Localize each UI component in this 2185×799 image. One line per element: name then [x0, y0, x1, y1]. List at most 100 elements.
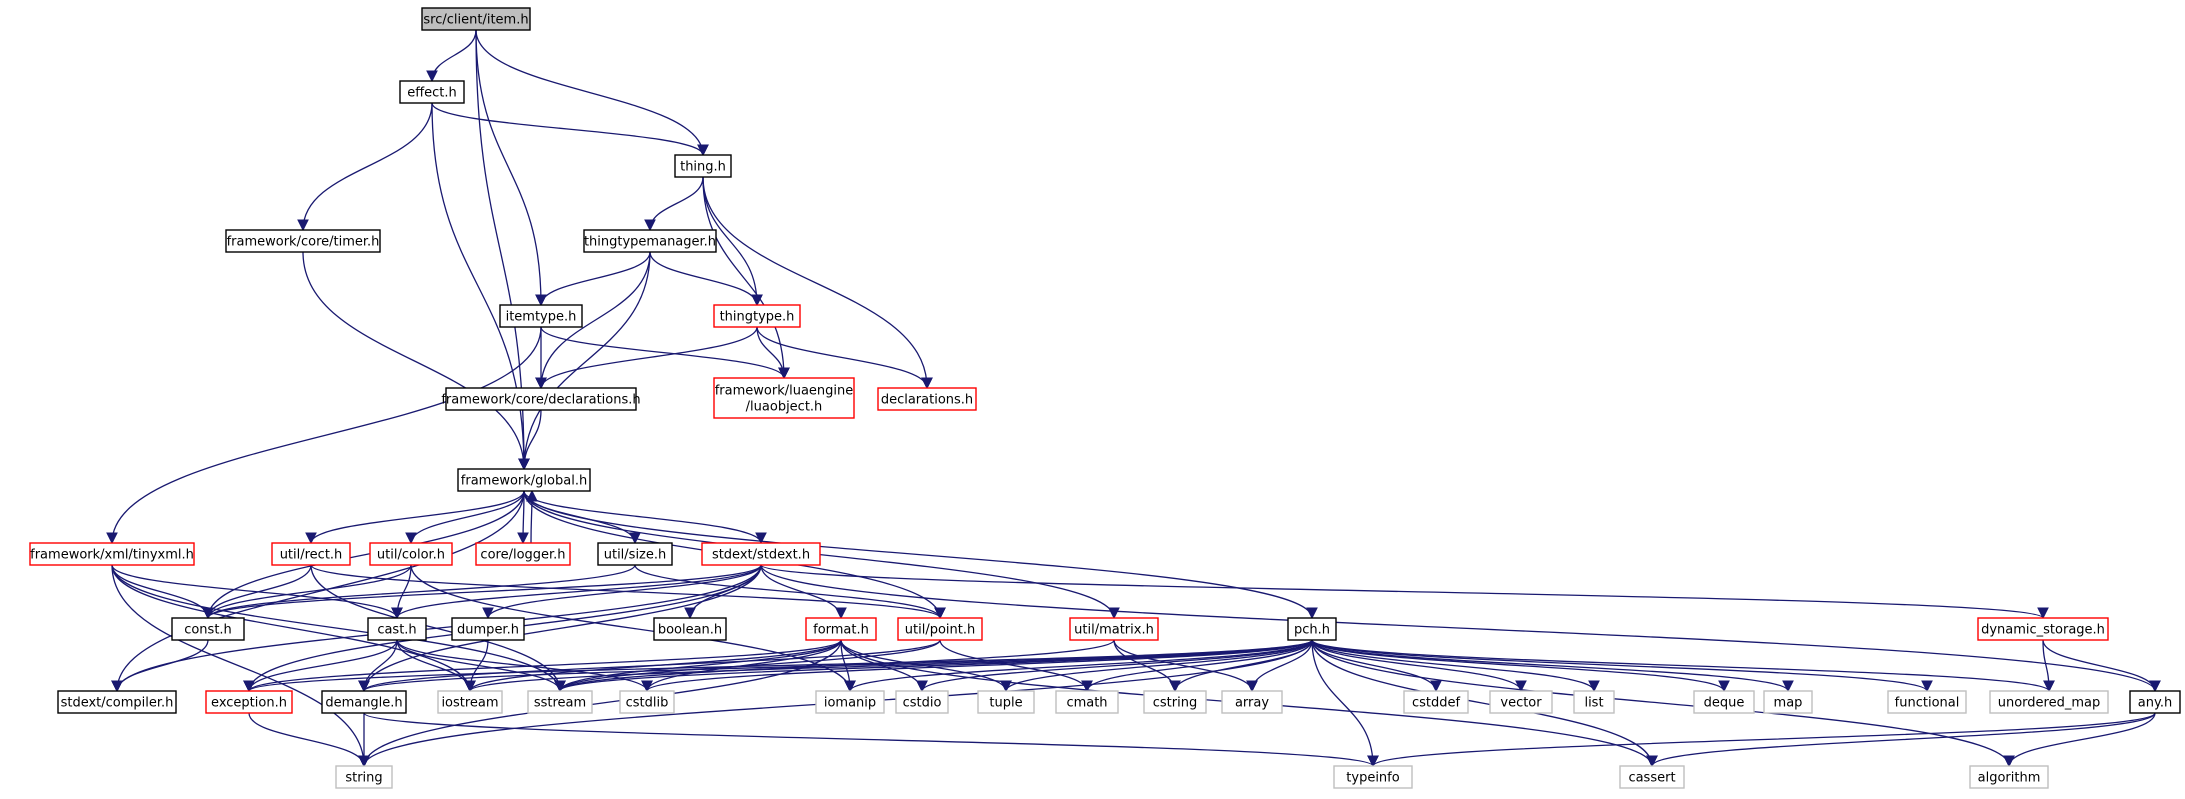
- node-label: array: [1235, 696, 1269, 711]
- node-thingtype[interactable]: thingtype.h: [713, 304, 801, 328]
- node-sstream[interactable]: sstream: [527, 690, 593, 714]
- node-box: [171, 617, 245, 641]
- node-logger[interactable]: core/logger.h: [475, 542, 571, 566]
- edge-itemtype-to-luaobject: [540, 326, 790, 380]
- node-decl[interactable]: declarations.h: [877, 387, 977, 411]
- node-box: [527, 690, 593, 714]
- node-cast[interactable]: cast.h: [367, 617, 427, 641]
- node-luaobject[interactable]: framework/luaengine/luaobject.h: [713, 377, 855, 419]
- node-any[interactable]: any.h: [2129, 690, 2181, 714]
- node-format[interactable]: format.h: [805, 617, 877, 641]
- node-stdext[interactable]: stdext/stdext.h: [701, 542, 821, 566]
- node-box: [977, 690, 1035, 714]
- node-box: [815, 690, 885, 714]
- node-box: [437, 690, 503, 714]
- node-iostream[interactable]: iostream: [437, 690, 503, 714]
- node-label: iomanip: [824, 696, 876, 711]
- node-list[interactable]: list: [1573, 690, 1615, 714]
- node-dynstorage[interactable]: dynamic_storage.h: [1977, 617, 2109, 641]
- edge-tinyxml-to-string: [111, 564, 370, 768]
- node-ttm[interactable]: thingtypemanager.h: [583, 229, 717, 253]
- edge-effect-to-timer: [297, 102, 433, 232]
- edge-format-to-exception: [243, 639, 842, 693]
- node-item[interactable]: src/client/item.h: [421, 7, 531, 31]
- edge-pch-to-list: [1311, 639, 1600, 693]
- node-box: [1989, 690, 2109, 714]
- node-box: [1573, 690, 1615, 714]
- node-global[interactable]: framework/global.h: [457, 468, 591, 492]
- node-cstddef[interactable]: cstddef: [1403, 690, 1469, 714]
- node-cassert[interactable]: cassert: [1619, 765, 1685, 789]
- node-matrix[interactable]: util/matrix.h: [1069, 617, 1159, 641]
- node-timer[interactable]: framework/core/timer.h: [225, 229, 381, 253]
- node-thing[interactable]: thing.h: [674, 154, 732, 178]
- node-compiler[interactable]: stdext/compiler.h: [57, 690, 177, 714]
- node-string[interactable]: string: [335, 765, 393, 789]
- edge-point-to-demangle: [358, 639, 941, 693]
- node-point[interactable]: util/point.h: [897, 617, 983, 641]
- node-box: [475, 542, 571, 566]
- node-label: framework/luaengine: [715, 384, 854, 399]
- edge-tinyxml-to-cast: [111, 564, 403, 620]
- edge-pch-to-map: [1311, 639, 1794, 693]
- node-tinyxml[interactable]: framework/xml/tinyxml.h: [29, 542, 195, 566]
- node-rect[interactable]: util/rect.h: [271, 542, 351, 566]
- node-demangle[interactable]: demangle.h: [321, 690, 407, 714]
- edge-any-to-cassert: [1646, 712, 2156, 768]
- node-box: [1969, 765, 2049, 789]
- node-label: format.h: [813, 623, 869, 638]
- edge-pch-to-cstddef: [1311, 639, 1442, 693]
- node-box: [701, 542, 821, 566]
- node-effect[interactable]: effect.h: [399, 80, 465, 104]
- node-box: [1977, 617, 2109, 641]
- node-typeinfo[interactable]: typeinfo: [1333, 765, 1413, 789]
- edge-size-to-const: [202, 564, 636, 620]
- node-label: cassert: [1628, 771, 1675, 786]
- edge-pch-to-typeinfo: [1311, 639, 1379, 768]
- node-box: [895, 690, 949, 714]
- edge-thing-to-ttm: [644, 176, 704, 232]
- node-box: [271, 542, 351, 566]
- node-const[interactable]: const.h: [171, 617, 245, 641]
- edge-pch-to-iomanip: [844, 639, 1313, 693]
- edge-item-to-effect: [426, 29, 477, 83]
- node-label: iostream: [441, 696, 498, 711]
- edge-stdext-to-format: [760, 564, 847, 620]
- node-cstdlib[interactable]: cstdlib: [619, 690, 675, 714]
- node-itemtype[interactable]: itemtype.h: [499, 304, 583, 328]
- node-coredecl[interactable]: framework/core/declarations.h: [441, 387, 641, 411]
- node-box: [1333, 765, 1413, 789]
- node-size[interactable]: util/size.h: [597, 542, 673, 566]
- edge-global-to-color: [405, 490, 525, 545]
- node-tuple[interactable]: tuple: [977, 690, 1035, 714]
- node-box: [1055, 690, 1119, 714]
- node-label: util/color.h: [377, 548, 445, 563]
- node-label: typeinfo: [1346, 771, 1399, 786]
- node-label: exception.h: [211, 696, 287, 711]
- edge-item-to-thing: [475, 29, 709, 157]
- node-boolean[interactable]: boolean.h: [653, 617, 727, 641]
- node-map[interactable]: map: [1763, 690, 1813, 714]
- node-pch[interactable]: pch.h: [1287, 617, 1337, 641]
- node-array[interactable]: array: [1221, 690, 1283, 714]
- node-color[interactable]: util/color.h: [369, 542, 453, 566]
- edge-format-to-sstream: [554, 639, 842, 693]
- node-algorithm[interactable]: algorithm: [1969, 765, 2049, 789]
- node-vector[interactable]: vector: [1489, 690, 1553, 714]
- node-box: [877, 387, 977, 411]
- node-cmath[interactable]: cmath: [1055, 690, 1119, 714]
- node-cstring[interactable]: cstring: [1143, 690, 1207, 714]
- node-exception[interactable]: exception.h: [205, 690, 293, 714]
- node-deque[interactable]: deque: [1693, 690, 1755, 714]
- node-functional[interactable]: functional: [1887, 690, 1967, 714]
- node-cstdio[interactable]: cstdio: [895, 690, 949, 714]
- node-iomanip[interactable]: iomanip: [815, 690, 885, 714]
- node-label: framework/core/declarations.h: [441, 393, 640, 408]
- edge-timer-to-global: [302, 251, 530, 471]
- node-unordered-map[interactable]: unordered_map: [1989, 690, 2109, 714]
- node-label: sstream: [534, 696, 586, 711]
- node-box: [619, 690, 675, 714]
- node-dumper[interactable]: dumper.h: [451, 617, 525, 641]
- edge-global-to-pch: [523, 490, 1318, 620]
